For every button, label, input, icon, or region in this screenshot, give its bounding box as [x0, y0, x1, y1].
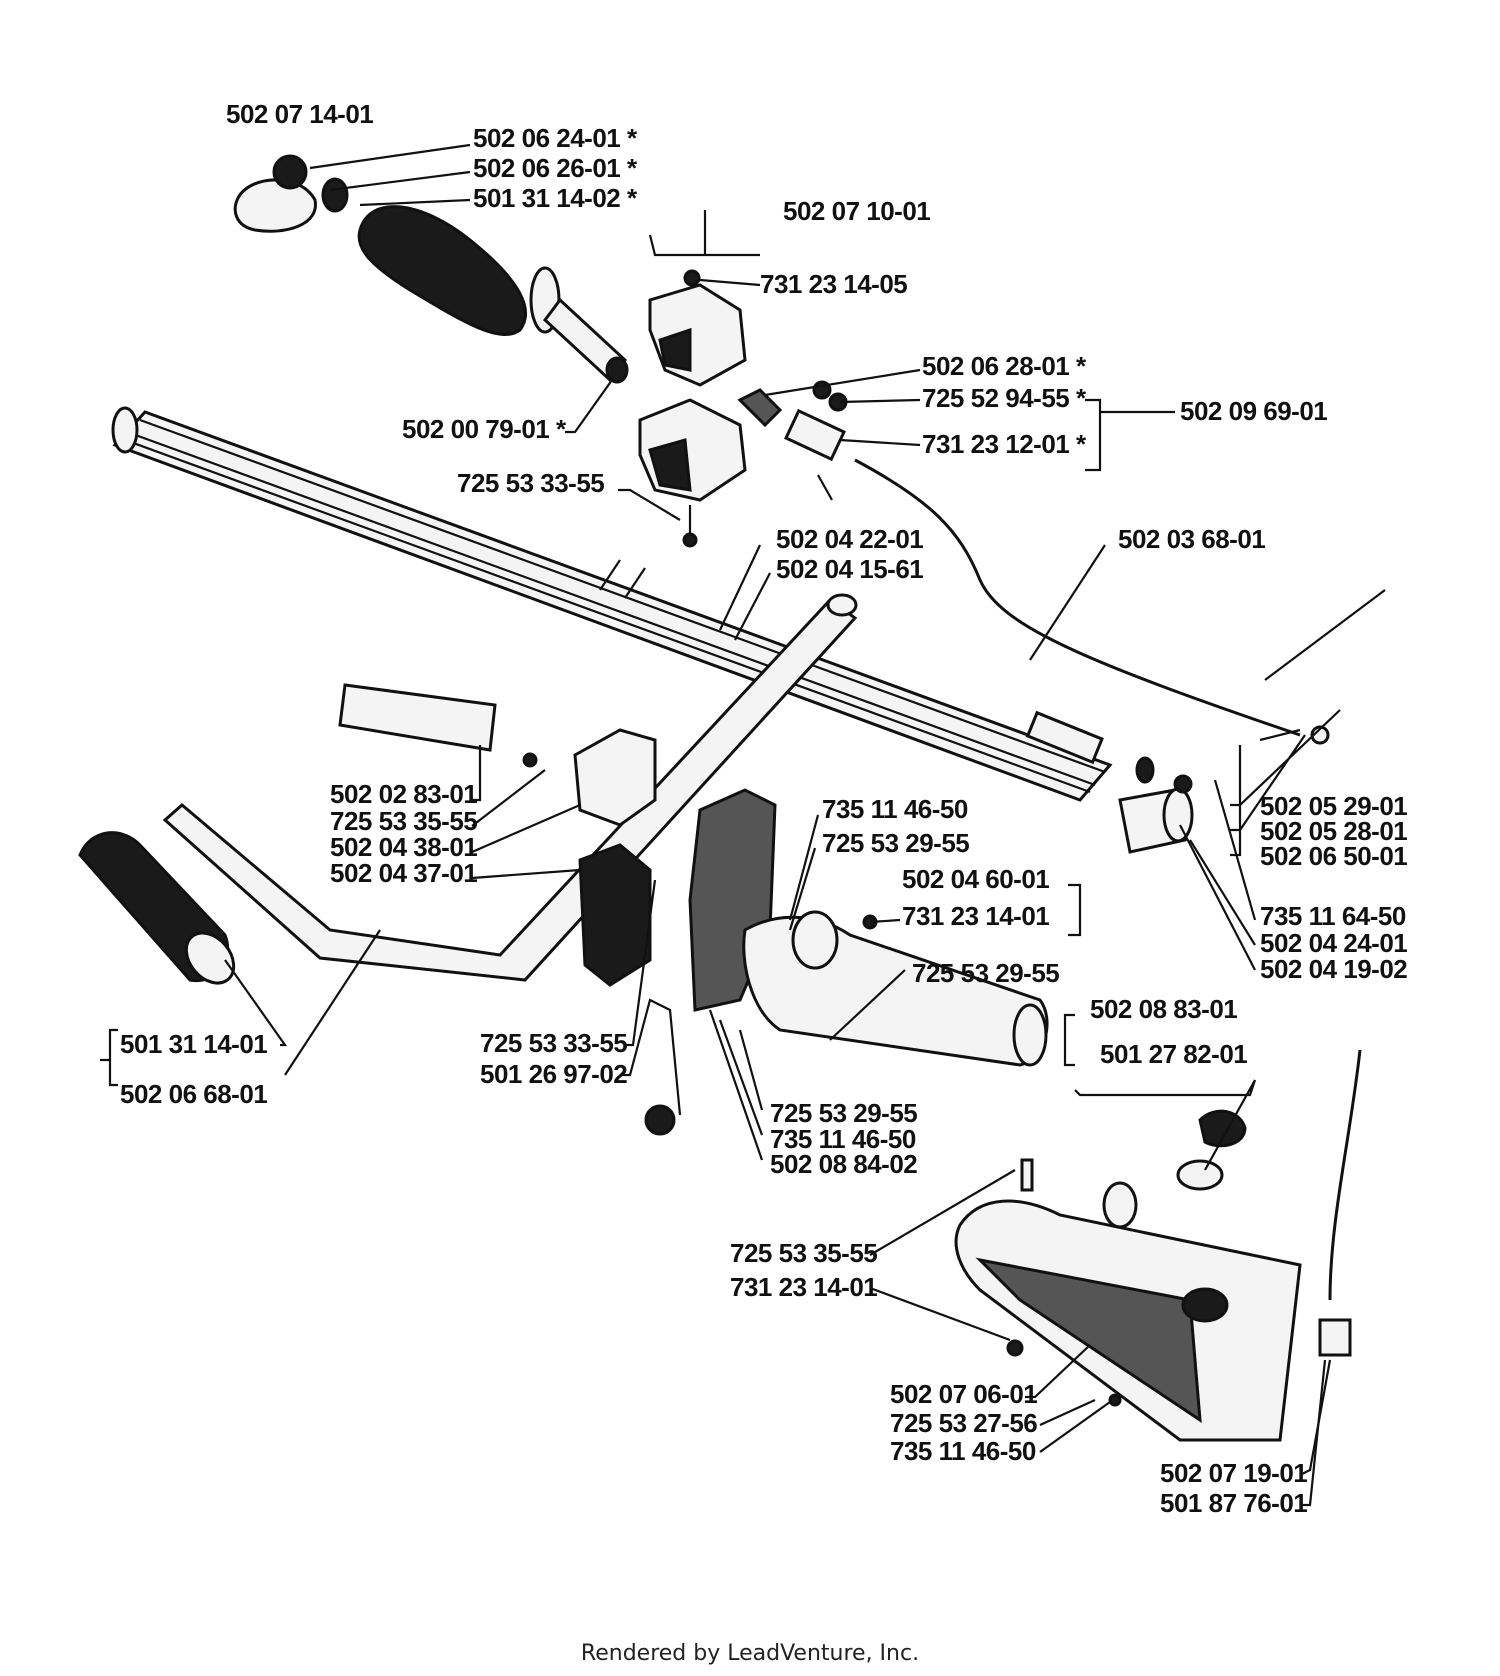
part-label: 725 53 29-55: [822, 828, 969, 858]
footer-credit: Rendered by LeadVenture, Inc.: [581, 1641, 919, 1666]
part-label: 502 09 69-01: [1180, 396, 1327, 426]
part-label: 502 04 37-01: [330, 858, 477, 888]
bracket: [644, 788, 1049, 1136]
part-label: 502 03 68-01: [1118, 524, 1265, 554]
part-label: 731 23 12-01 *: [922, 429, 1087, 459]
part-label: 502 04 60-01: [902, 864, 1049, 894]
handlebar-clamp: [522, 728, 657, 987]
part-label: 501 31 14-02 *: [473, 183, 638, 213]
part-label: 725 52 94-55 *: [922, 383, 1087, 413]
part-label: 731 23 14-01: [730, 1272, 877, 1302]
part-label: 502 07 14-01: [226, 99, 373, 129]
part-label: 502 02 83-01: [330, 779, 477, 809]
part-label: 725 53 27-56: [890, 1408, 1037, 1438]
part-label: 501 87 76-01: [1160, 1488, 1307, 1518]
part-label: 502 06 26-01 *: [473, 153, 638, 183]
part-label: 502 08 83-01: [1090, 994, 1237, 1024]
part-label: 735 11 46-50: [890, 1436, 1036, 1466]
part-label: 501 26 97-02: [480, 1059, 627, 1089]
cable-adjuster: [737, 380, 848, 501]
part-label: 502 05 29-01: [1260, 791, 1407, 821]
part-label: 725 53 35-55: [730, 1238, 877, 1268]
part-label: 502 04 38-01: [330, 832, 477, 862]
part-label: 502 04 19-02: [1260, 954, 1407, 984]
part-label: 502 04 15-61: [776, 554, 923, 584]
part-label: 502 04 22-01: [776, 524, 923, 554]
part-label: 502 07 19-01: [1160, 1458, 1307, 1488]
part-label: 502 04 24-01: [1260, 928, 1407, 958]
part-label: 725 53 33-55: [480, 1028, 627, 1058]
part-label: 502 07 06-01: [890, 1379, 1037, 1409]
part-label: 502 05 28-01: [1260, 816, 1407, 846]
throttle-housing: [638, 269, 747, 548]
shaft-end-parts: [1025, 710, 1194, 854]
part-label: 501 27 82-01: [1100, 1039, 1247, 1069]
part-label: 735 11 46-50: [822, 794, 968, 824]
gear-housing: [954, 1049, 1362, 1442]
part-label: 731 23 14-05: [760, 269, 907, 299]
part-label: 725 53 35-55: [330, 806, 477, 836]
leader-lines: [100, 143, 1341, 1507]
part-label: 502 08 84-02: [770, 1149, 917, 1179]
part-labels: 502 07 14-01 502 06 24-01 * 502 06 26-01…: [120, 99, 1408, 1518]
part-label: 725 53 33-55: [457, 468, 604, 498]
throttle-cable: [854, 458, 1386, 745]
throttle-grip: [233, 154, 629, 384]
handlebar: [78, 593, 858, 985]
part-label: 502 06 28-01 *: [922, 351, 1087, 381]
part-label: 502 06 68-01: [120, 1079, 267, 1109]
part-label: 501 31 14-01: [120, 1029, 267, 1059]
shaft-tube: [111, 406, 1113, 802]
part-label: 502 06 24-01 *: [473, 123, 638, 153]
part-label: 735 11 64-50: [1260, 901, 1406, 931]
part-label: 731 23 14-01: [902, 901, 1049, 931]
part-label: 735 11 46-50: [770, 1124, 916, 1154]
part-label: 502 06 50-01: [1260, 841, 1407, 871]
part-label: 502 00 79-01 *: [402, 414, 567, 444]
part-label: 725 53 29-55: [770, 1098, 917, 1128]
part-label: 725 53 29-55: [912, 958, 1059, 988]
part-label: 502 07 10-01: [783, 196, 930, 226]
